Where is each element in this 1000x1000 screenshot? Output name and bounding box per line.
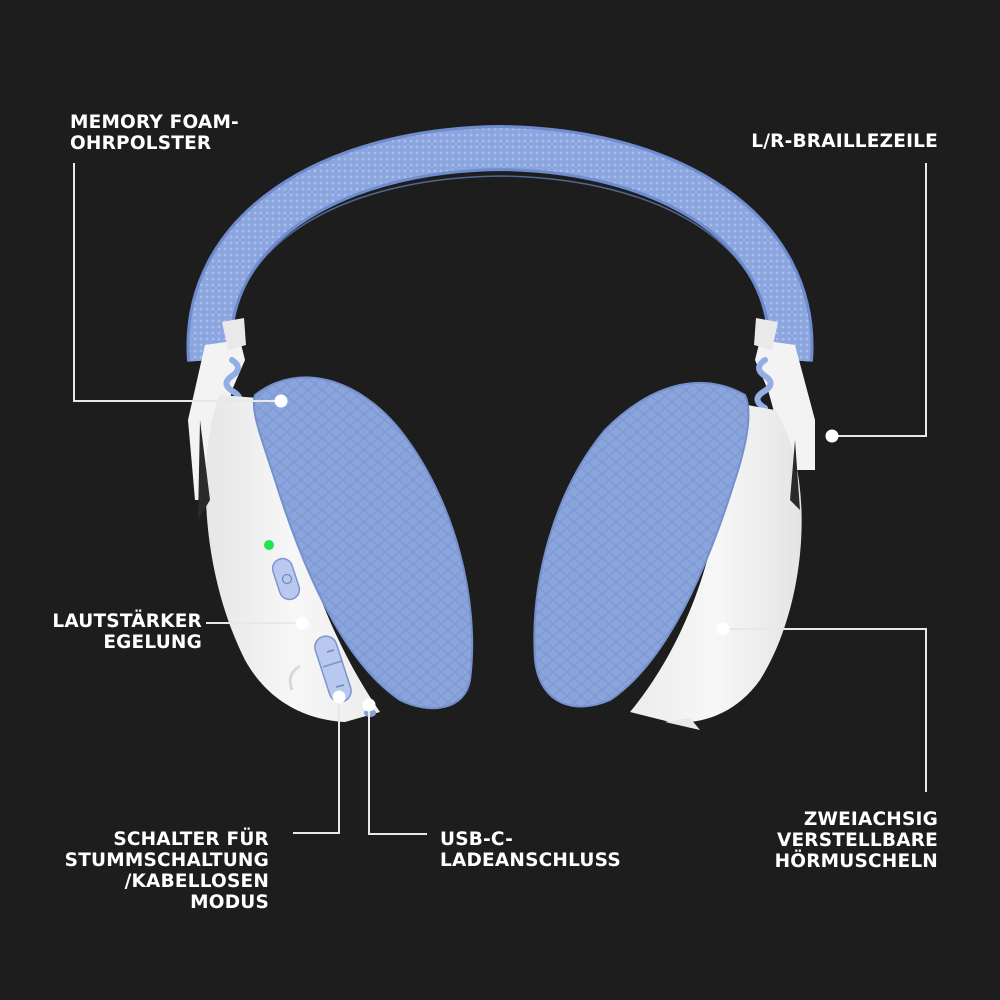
callout-mute-switch: SCHALTER FÜR STUMMSCHALTUNG /KABELLOSEN … (65, 829, 269, 913)
callout-mute-switch-line3: /KABELLOSEN (124, 871, 269, 892)
callout-dots (274, 394, 839, 712)
callout-adjustable-cups: ZWEIACHSIG VERSTELLBARE HÖRMUSCHELN (775, 809, 938, 872)
callout-lines (73, 163, 927, 835)
dot-adjustable-cups[interactable] (716, 622, 730, 636)
callout-memory-foam: MEMORY FOAM- OHRPOLSTER (70, 112, 239, 154)
callout-adjustable-cups-line2: VERSTELLBARE (776, 830, 938, 851)
callout-braille: L/R-BRAILLEZEILE (751, 131, 938, 152)
status-led (264, 540, 274, 550)
callout-mute-switch-line2: STUMMSCHALTUNG (64, 850, 269, 871)
callout-volume: LAUTSTÄRKER EGELUNG (52, 611, 202, 653)
callout-adjustable-cups-line3: HÖRMUSCHELN (774, 851, 938, 872)
callout-memory-foam-line1: MEMORY FOAM- (70, 112, 239, 133)
right-earcup (533, 381, 802, 730)
callout-usb-c-line1: USB-C- (440, 829, 514, 850)
headband (186, 124, 814, 362)
dot-usb-c[interactable] (362, 698, 376, 712)
callout-mute-switch-line1: SCHALTER FÜR (113, 829, 269, 850)
callout-adjustable-cups-line1: ZWEIACHSIG (803, 809, 938, 830)
callout-usb-c: USB-C- LADEANSCHLUSS (440, 829, 621, 871)
dot-braille[interactable] (825, 429, 839, 443)
power-icon (281, 573, 293, 585)
minus-icon (335, 684, 345, 688)
left-earcup (198, 376, 474, 722)
callout-volume-line2: EGELUNG (103, 632, 202, 653)
plus-icon (326, 649, 335, 653)
logo-mark (288, 664, 301, 691)
callout-memory-foam-line2: OHRPOLSTER (70, 133, 212, 154)
callout-usb-c-line2: LADEANSCHLUSS (440, 850, 621, 871)
dot-mute-switch[interactable] (332, 690, 346, 704)
callout-mute-switch-line4: MODUS (190, 892, 269, 913)
dot-volume[interactable] (295, 616, 309, 630)
callout-braille-line1: L/R-BRAILLEZEILE (751, 131, 938, 152)
power-button[interactable] (270, 556, 302, 602)
right-yoke (754, 318, 815, 470)
callout-volume-line1: LAUTSTÄRKER (52, 611, 202, 632)
dot-memory-foam[interactable] (274, 394, 288, 408)
